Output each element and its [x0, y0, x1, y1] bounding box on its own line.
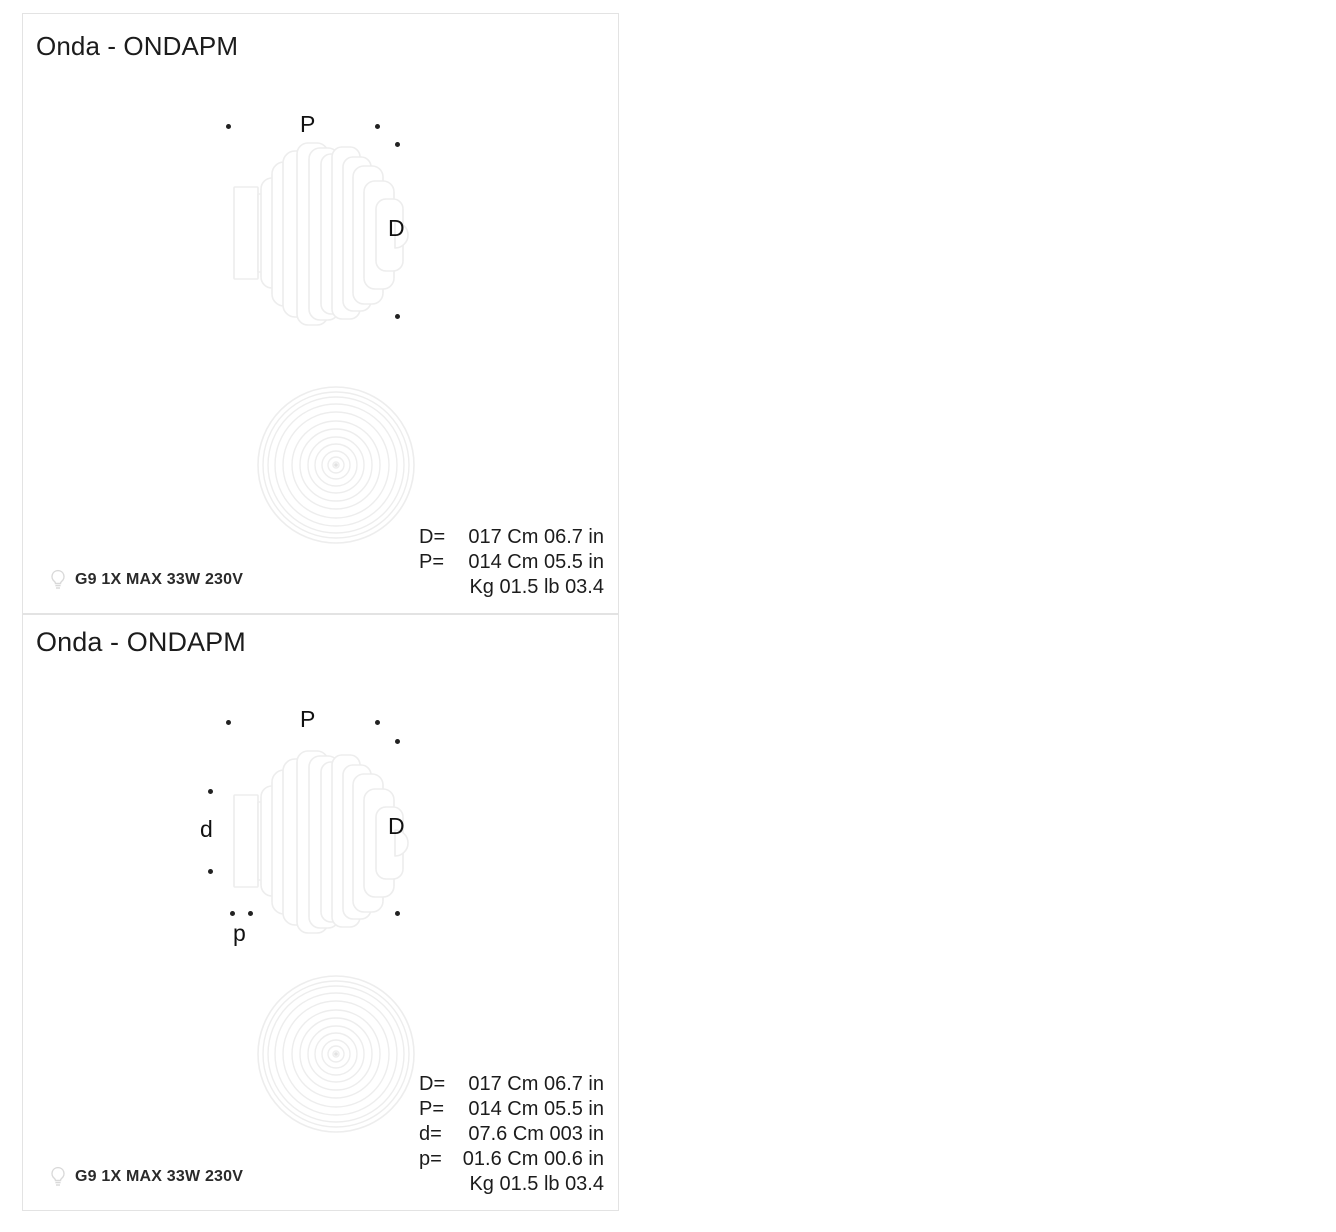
dimension-dot	[208, 869, 213, 874]
spec-row-weight: Kg 01.5 lb 03.4	[419, 1172, 604, 1197]
spec-row-weight: Kg 01.5 lb 03.4	[419, 575, 604, 600]
spec-label: p=	[419, 1148, 442, 1170]
spec-value: 07.6 Cm 003 in	[468, 1123, 604, 1145]
dimension-label-d: d	[200, 816, 213, 842]
dimension-dot	[395, 739, 400, 744]
spec-row: P= 014 Cm 05.5 in	[419, 550, 604, 575]
spec-value: 014 Cm 05.5 in	[468, 1098, 604, 1120]
lamp-spec-text: G9 1X MAX 33W 230V	[75, 571, 244, 588]
dimension-dot	[230, 911, 235, 916]
page-title: Onda - ONDAPM	[36, 627, 246, 657]
lamp-spec-text: G9 1X MAX 33W 230V	[75, 1168, 244, 1185]
dimension-dot	[375, 124, 380, 129]
product-panel-one: Onda - ONDAPM	[22, 13, 619, 614]
spec-label: D=	[419, 526, 446, 548]
spec-value: Kg 01.5 lb 03.4	[469, 1173, 604, 1195]
dimension-dot	[395, 911, 400, 916]
lamp-spec: G9 1X MAX 33W 230V	[49, 569, 243, 591]
dimension-dot	[208, 789, 213, 794]
spec-row: D= 017 Cm 06.7 in	[419, 1072, 604, 1097]
spec-row: D= 017 Cm 06.7 in	[419, 525, 604, 550]
dimension-label-p: p	[233, 920, 246, 946]
spec-value: Kg 01.5 lb 03.4	[469, 576, 604, 598]
spec-value: 017 Cm 06.7 in	[468, 1073, 604, 1095]
spec-label: P=	[419, 551, 445, 573]
dimension-spec-block: D= 017 Cm 06.7 in P= 014 Cm 05.5 in Kg 0…	[419, 525, 604, 600]
spec-label: P=	[419, 1098, 445, 1120]
page-title: Onda - ONDAPM	[36, 31, 239, 61]
spec-value: 014 Cm 05.5 in	[468, 551, 604, 573]
spec-row: d= 07.6 Cm 003 in	[419, 1122, 604, 1147]
dimension-label-D: D	[388, 215, 405, 241]
dimension-dot	[395, 314, 400, 319]
spec-label	[419, 575, 456, 600]
dimension-dot	[226, 720, 231, 725]
light-bulb-icon	[51, 569, 65, 589]
spec-label	[419, 1172, 456, 1197]
spec-label: D=	[419, 1073, 446, 1095]
dimension-spec-block: D= 017 Cm 06.7 in P= 014 Cm 05.5 in d= 0…	[419, 1072, 604, 1197]
dimension-dot	[375, 720, 380, 725]
dimension-dot	[395, 142, 400, 147]
spec-label: d=	[419, 1123, 442, 1145]
dimension-label-P: P	[300, 706, 316, 732]
spec-value: 017 Cm 06.7 in	[468, 526, 604, 548]
dimension-dot	[248, 911, 253, 916]
light-bulb-icon	[51, 1166, 65, 1186]
dimension-dot	[226, 124, 231, 129]
dimension-label-D: D	[388, 813, 405, 839]
spec-row: P= 014 Cm 05.5 in	[419, 1097, 604, 1122]
lamp-spec: G9 1X MAX 33W 230V	[49, 1166, 243, 1188]
product-panel-two: Onda - ONDAPM	[22, 614, 619, 1211]
dimension-label-P: P	[300, 111, 316, 137]
spec-row: p= 01.6 Cm 00.6 in	[419, 1147, 604, 1172]
spec-value: 01.6 Cm 00.6 in	[462, 1148, 604, 1170]
